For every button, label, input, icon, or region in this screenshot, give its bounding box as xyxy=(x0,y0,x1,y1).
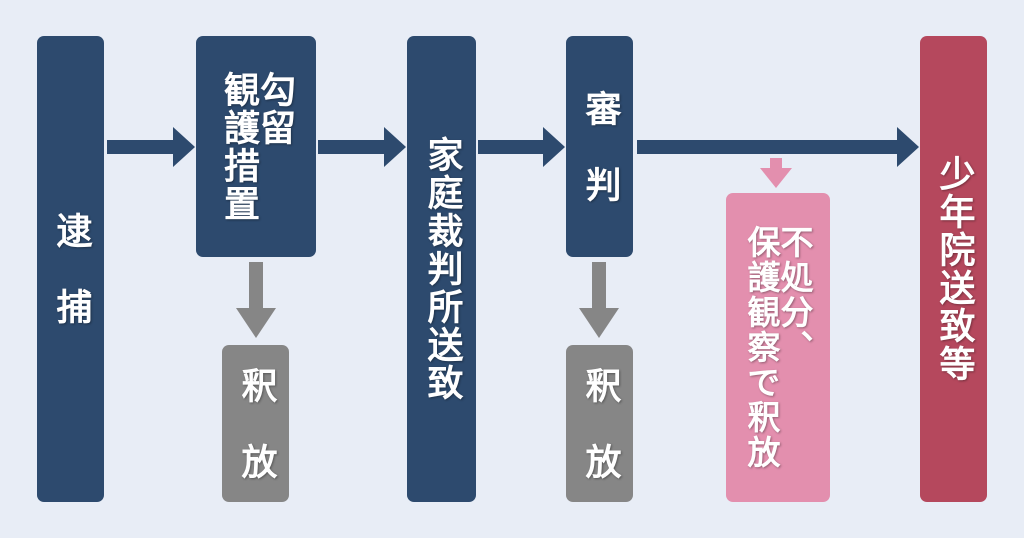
arrow-detention-to-family-court xyxy=(318,127,406,167)
arrow-hearing-to-release xyxy=(579,262,619,338)
arrest-box: 逮 捕 xyxy=(37,36,104,502)
hearing-label: 審 判 xyxy=(579,89,621,204)
release-label-2: 釈 放 xyxy=(579,366,621,481)
detention-box: 勾留 観護措置 xyxy=(196,36,316,257)
arrow-to-probation xyxy=(760,158,792,188)
probation-box: 不処分、 保護観察で釈放 xyxy=(726,193,830,502)
arrow-detention-to-release xyxy=(236,262,276,338)
release-box-2: 釈 放 xyxy=(566,345,633,502)
family-court-box: 家庭裁判所送致 xyxy=(407,36,476,502)
arrow-arrest-to-detention xyxy=(107,127,195,167)
release-label-1: 釈 放 xyxy=(235,366,277,481)
family-court-label: 家庭裁判所送致 xyxy=(421,136,463,402)
arrest-label: 逮 捕 xyxy=(50,212,92,326)
detention-label: 勾留 観護措置 xyxy=(218,70,295,223)
release-box-1: 釈 放 xyxy=(222,345,289,502)
hearing-box: 審 判 xyxy=(566,36,633,257)
juvenile-school-box: 少年院送致等 xyxy=(920,36,987,502)
arrow-family-court-to-hearing xyxy=(478,127,565,167)
juvenile-school-label: 少年院送致等 xyxy=(933,155,975,383)
probation-label: 不処分、 保護観察で釈放 xyxy=(742,225,814,470)
arrow-hearing-to-juvenile-school xyxy=(637,127,919,167)
